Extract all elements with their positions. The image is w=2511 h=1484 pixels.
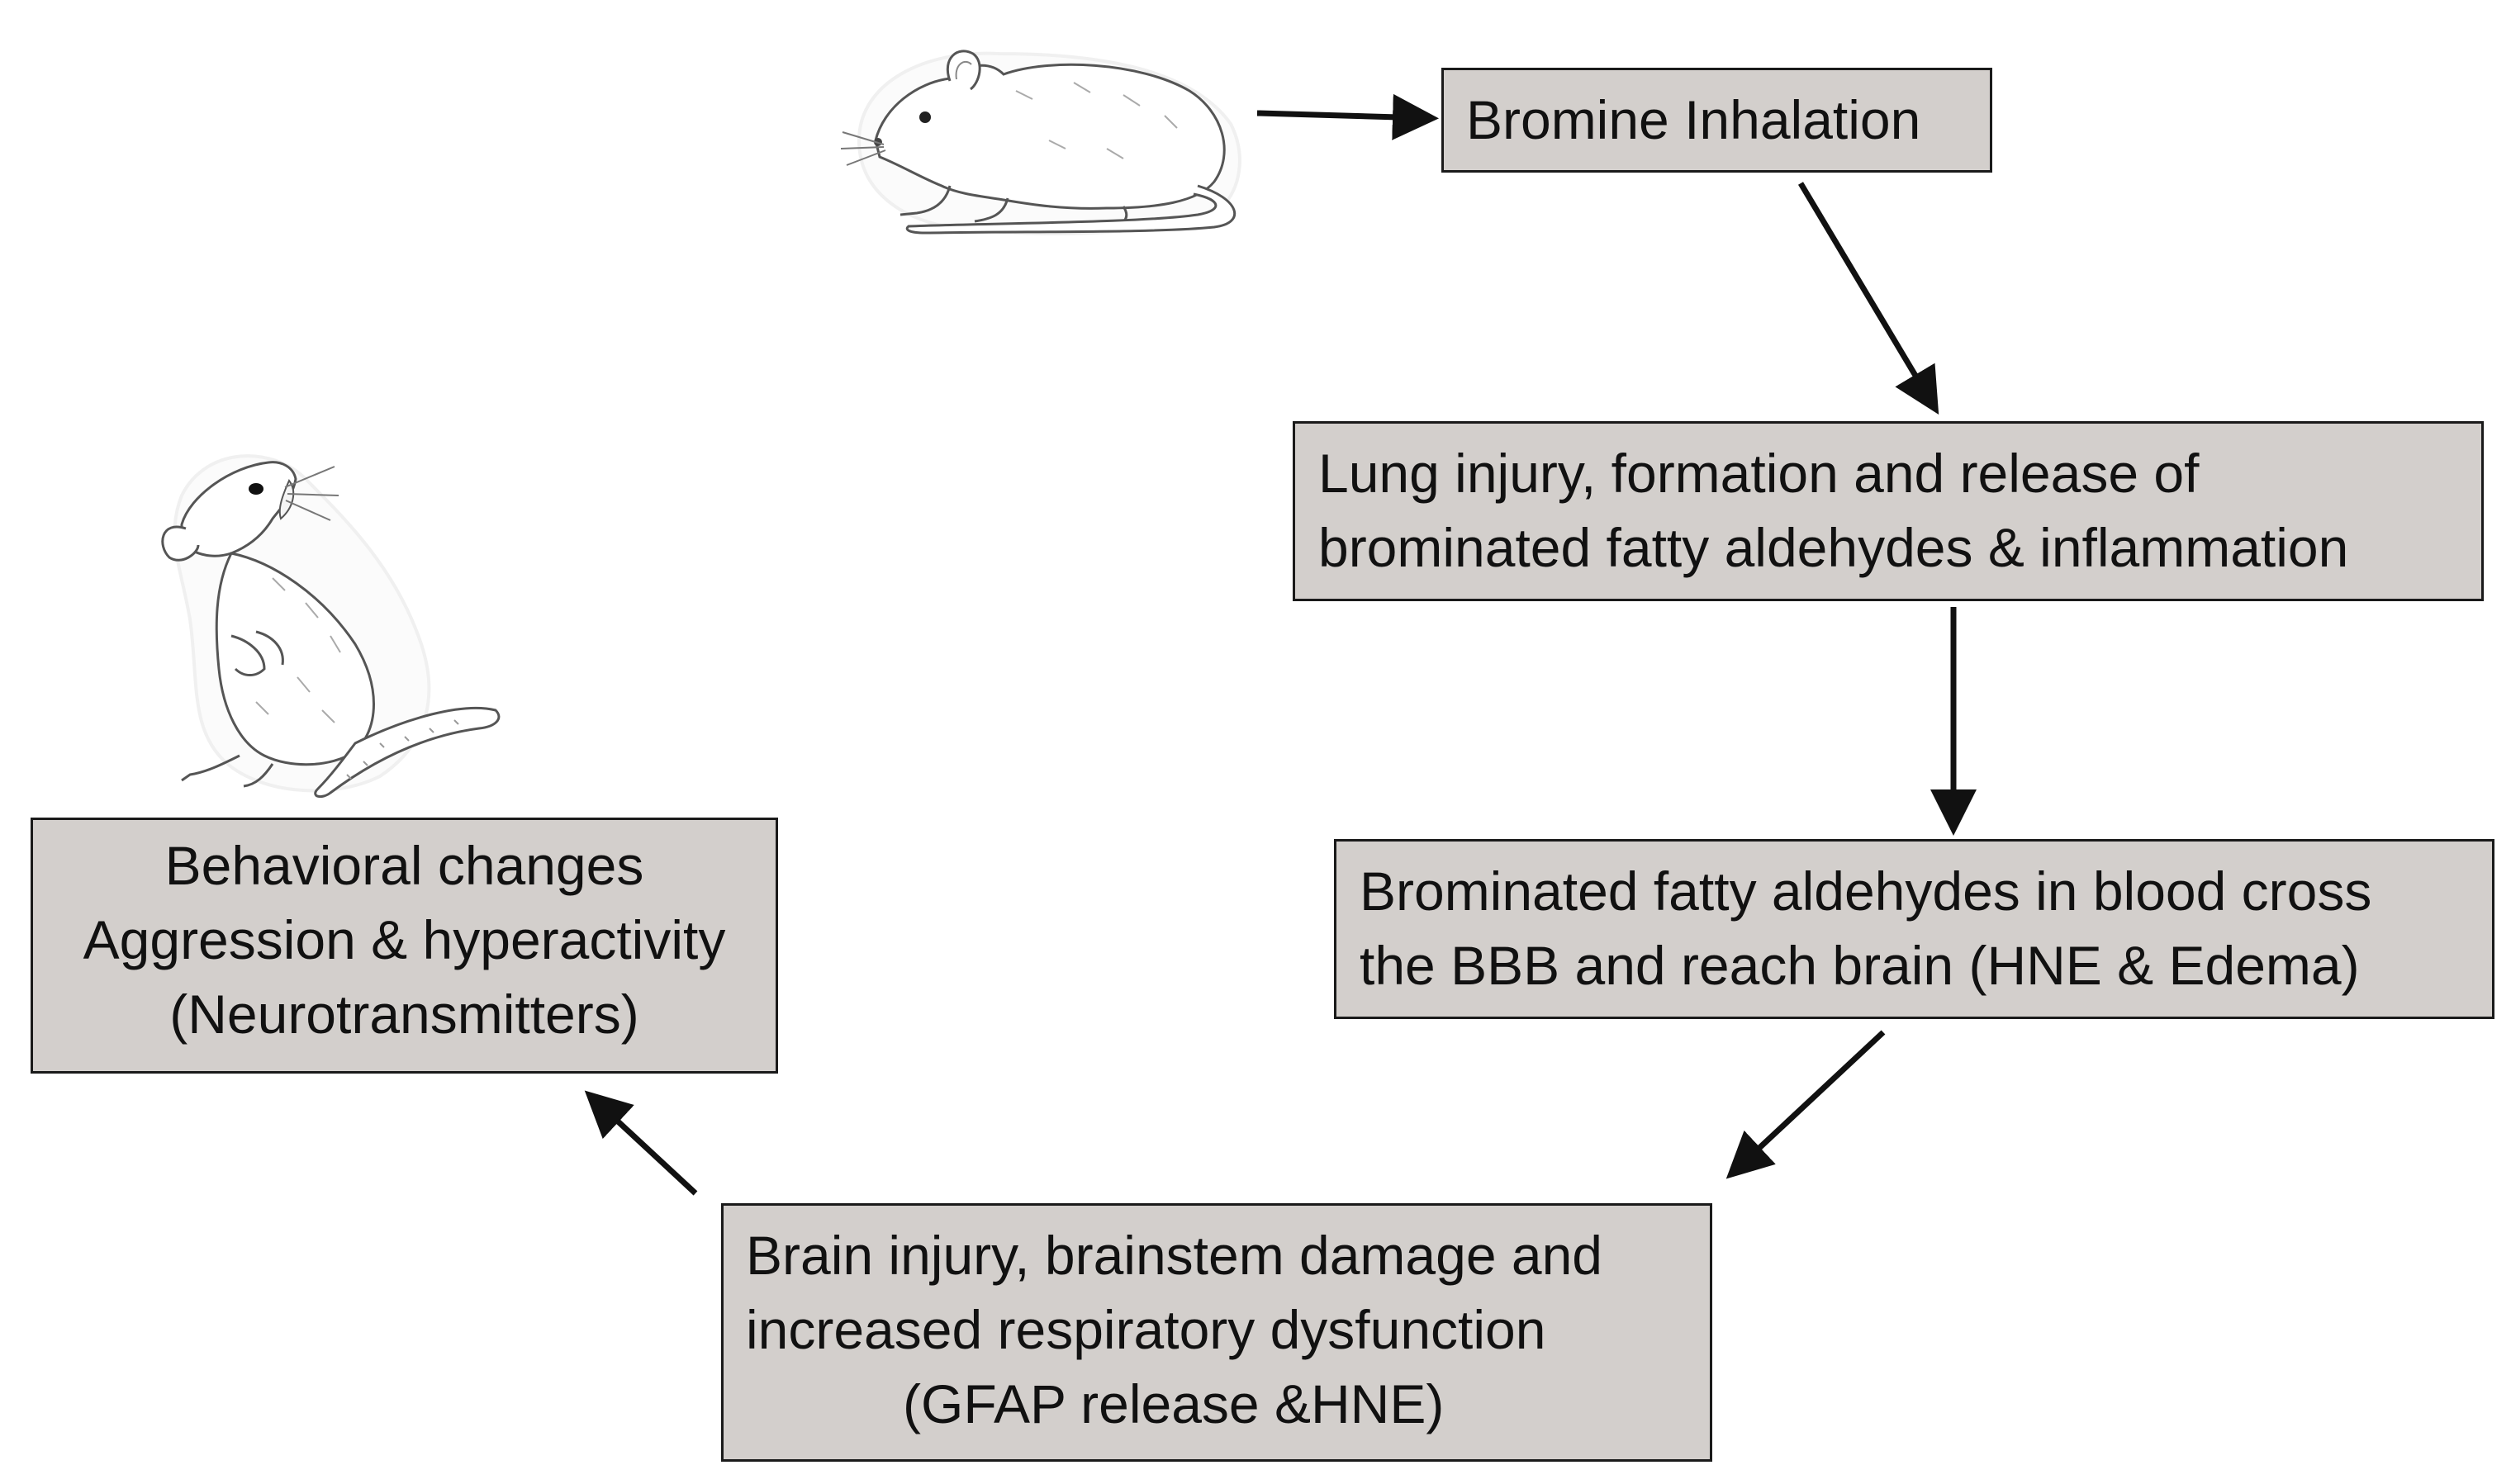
step-behavior-line-3: (Neurotransmitters) [169,984,639,1045]
step-brain-line-1: Brain injury, brainstem damage and [746,1225,1602,1286]
arrow-brain-to-behavior [584,1090,698,1196]
step-brain-line-3: (GFAP release &HNE) [903,1373,1445,1434]
step-brain-injury: Brain injury, brainstem damage and incre… [721,1203,1712,1462]
step-blood-line-2: the BBB and reach brain (HNE & Edema) [1360,935,2360,996]
step-behavioral-changes: Behavioral changes Aggression & hyperact… [31,818,778,1074]
step-lung-line-2: brominated fatty aldehydes & inflammatio… [1318,517,2349,578]
step-bromine-line-1: Bromine Inhalation [1466,89,1921,150]
walking-rat-illustration [840,50,1241,235]
step-blood-line-1: Brominated fatty aldehydes in blood cros… [1360,861,2372,922]
step-lung-line-1: Lung injury, formation and release of [1318,443,2200,504]
step-behavior-line-1: Behavioral changes [164,835,644,896]
arrow-rat-to-bromine [1256,93,1439,140]
step-behavior-line-2: Aggression & hyperactivity [83,909,726,970]
step-lung-injury: Lung injury, formation and release of br… [1293,421,2484,601]
arrow-bromine-to-lung [1797,182,1939,415]
step-brain-line-2: increased respiratory dysfunction [746,1299,1546,1360]
rearing-rat-illustration [161,454,501,799]
step-bromine-inhalation: Bromine Inhalation [1441,68,1992,173]
step-brominated-aldehydes-blood: Brominated fatty aldehydes in blood cros… [1334,839,2494,1019]
arrow-blood-to-brain [1725,1030,1886,1179]
